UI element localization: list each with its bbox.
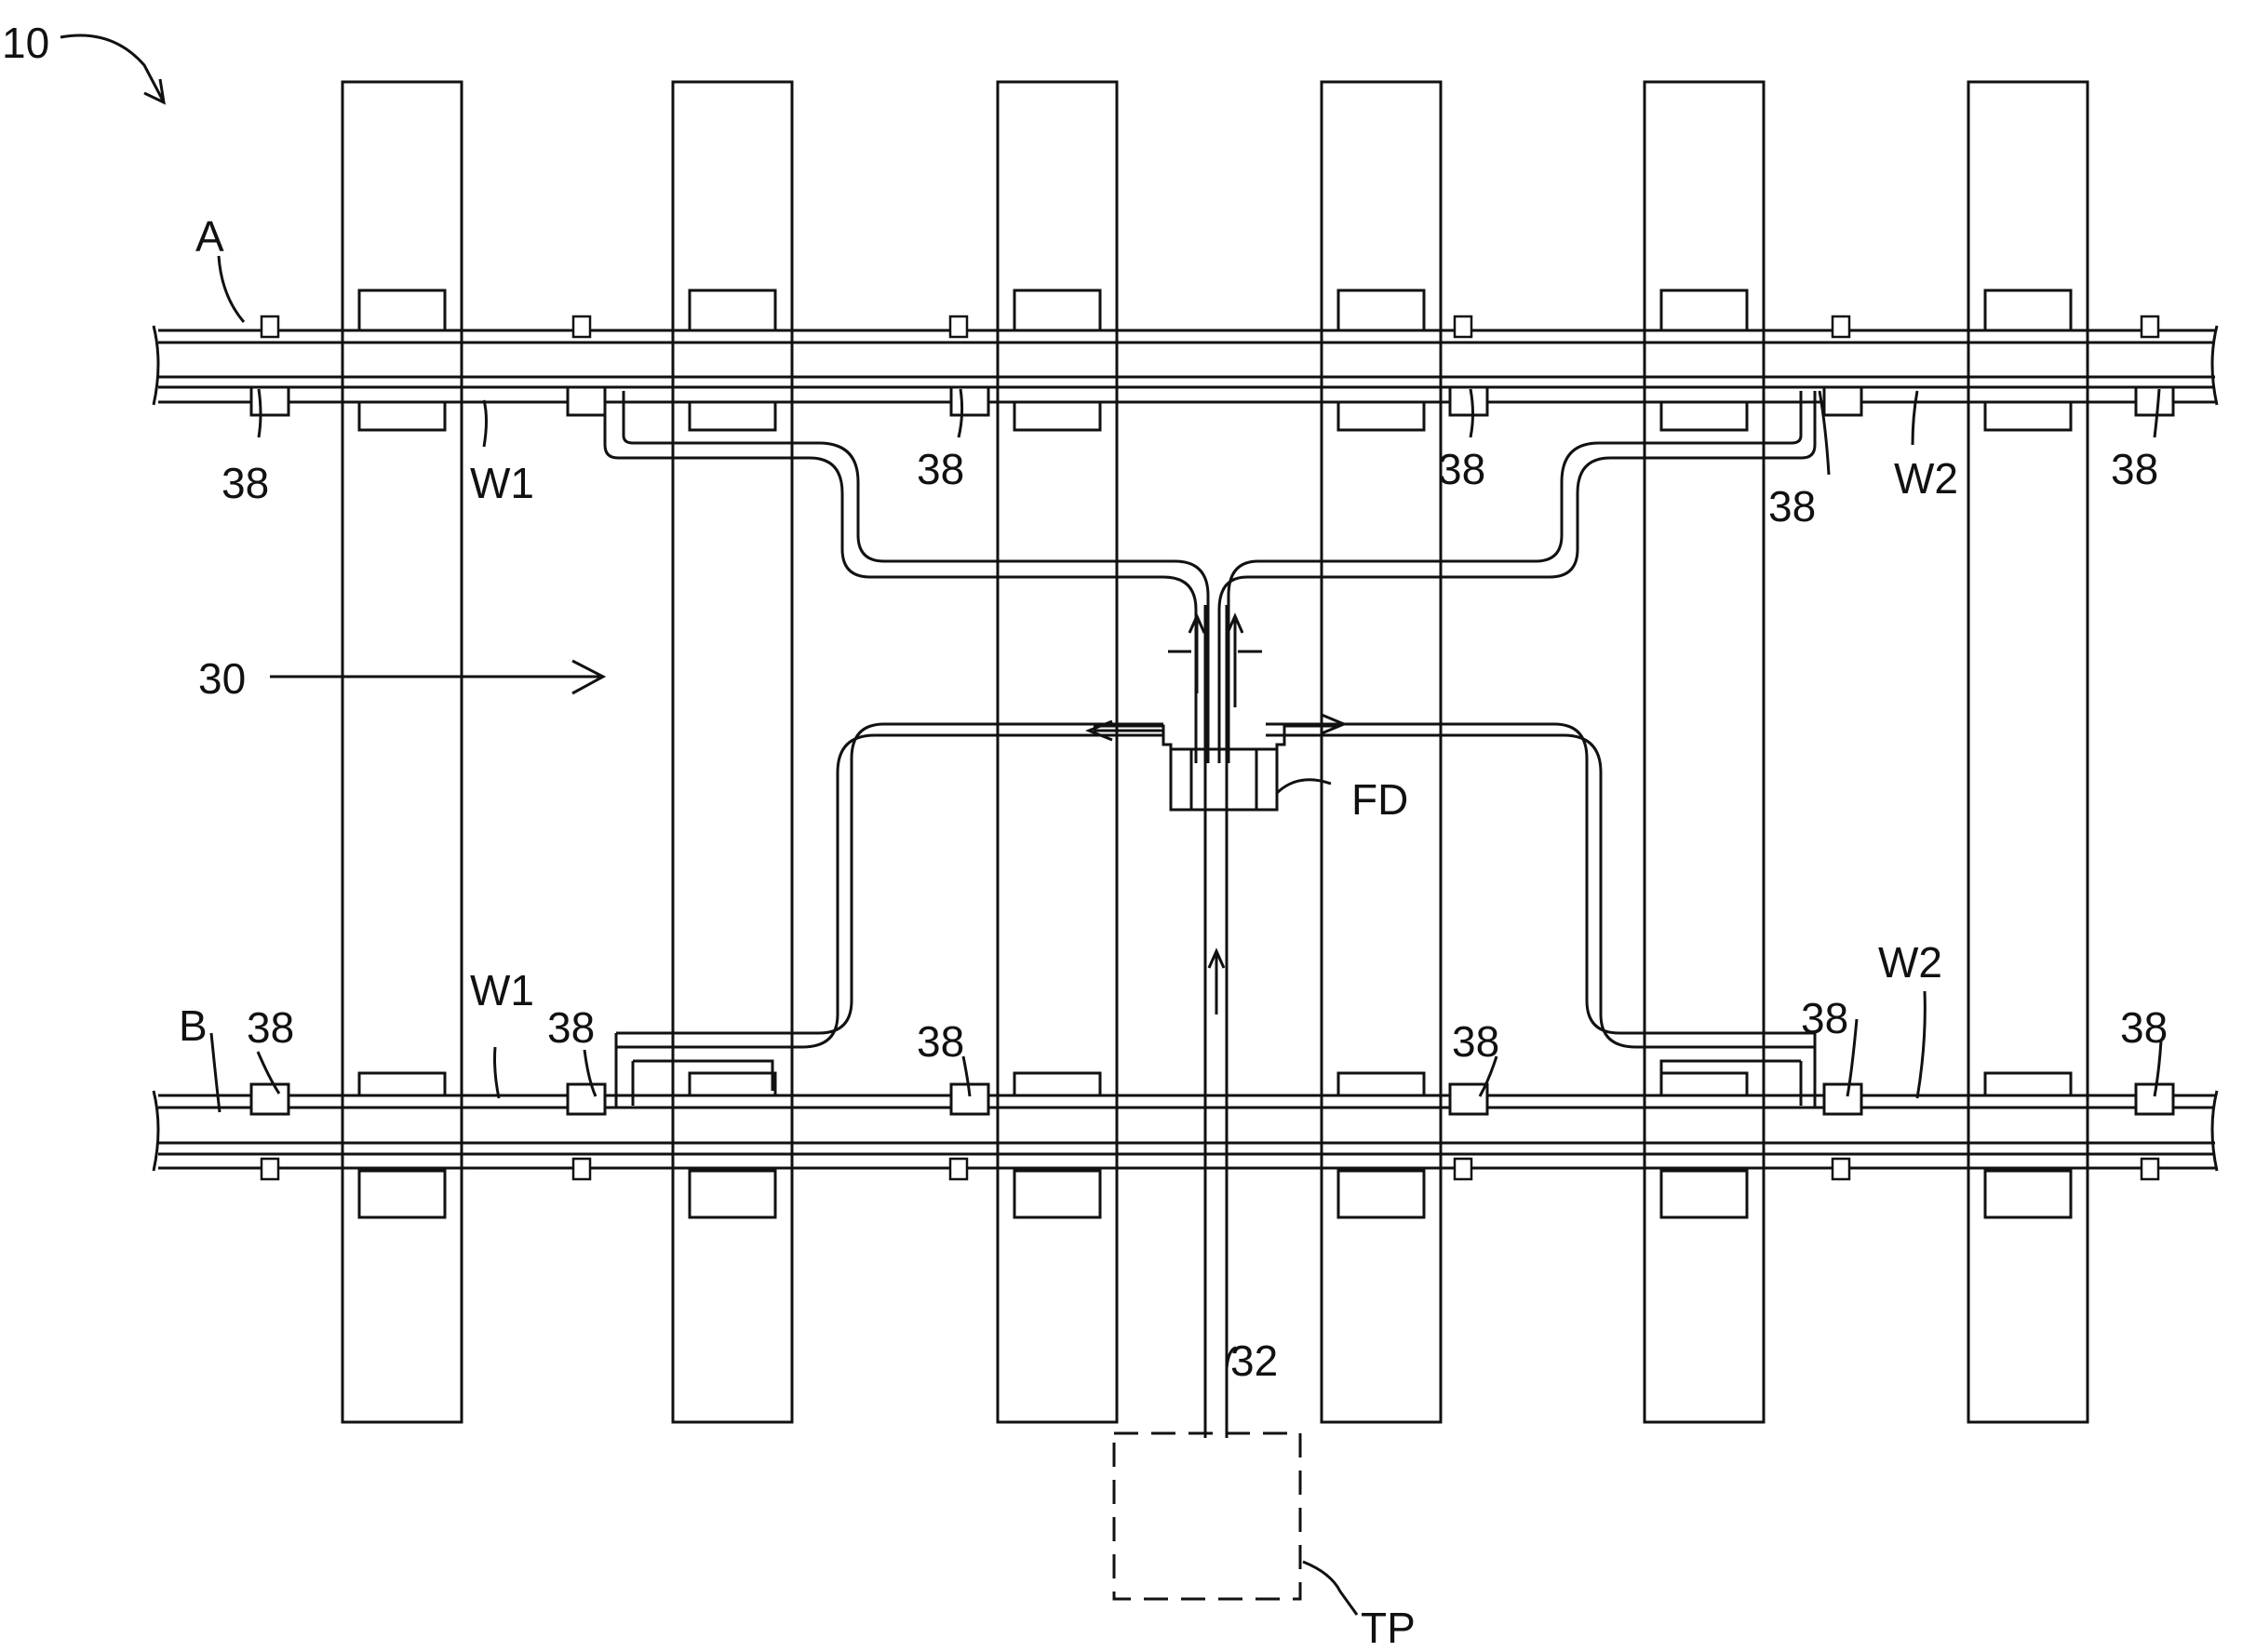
tie-plate [1338, 1171, 1424, 1217]
rail-b [154, 1091, 2217, 1171]
heater-element [251, 387, 289, 415]
railroad-tie [1322, 82, 1441, 1422]
rail-clip [573, 316, 590, 337]
railroad-tie [342, 82, 462, 1422]
rail-clip [573, 1159, 590, 1179]
tie-plate [1985, 1073, 2071, 1095]
heater-label-38: 38 [222, 459, 269, 507]
heater-label-38: 38 [1768, 482, 1816, 531]
heater-element [1824, 1084, 1861, 1114]
tie-plate [690, 402, 775, 430]
tie-plate [1661, 402, 1747, 430]
temperature-probe-label: TP [1361, 1604, 1416, 1652]
railroad-tie [1968, 82, 2088, 1422]
heater-element [568, 1084, 605, 1114]
rail-clip [950, 316, 967, 337]
tie-plate [690, 1073, 775, 1095]
tie-plate [1661, 1073, 1747, 1095]
heater-label-38: 38 [547, 1003, 595, 1052]
heater-label-38: 38 [2120, 1003, 2168, 1052]
tie-plate [1338, 1073, 1424, 1095]
tie-plate [690, 290, 775, 330]
tie-plate [1985, 290, 2071, 330]
rail-label-b: B [179, 1001, 208, 1050]
heater-element [951, 387, 988, 415]
heater-element [1824, 387, 1861, 415]
tie-plate [1014, 402, 1100, 430]
weld-label-w2-bottom: W2 [1878, 938, 1942, 987]
tie-plate [690, 1171, 775, 1217]
tie-plate [1014, 1171, 1100, 1217]
rail-clip [1833, 316, 1849, 337]
tie-plate [359, 290, 445, 330]
heater-label-38: 38 [917, 445, 964, 493]
flow-diverter [1171, 749, 1277, 810]
tie-plate [1985, 1171, 2071, 1217]
ref-label-10: 10 [2, 19, 49, 67]
flow-label-30: 30 [198, 654, 246, 703]
rail-label-a: A [195, 212, 224, 261]
heater-element [2136, 387, 2173, 415]
rail-clip [950, 1159, 967, 1179]
rail-clip [2142, 1159, 2158, 1179]
tie-plate [1661, 290, 1747, 330]
tie-plate [1338, 402, 1424, 430]
rail-clip [1455, 1159, 1471, 1179]
tie-plate [1338, 290, 1424, 330]
rail-clip [262, 1159, 278, 1179]
heater-label-38: 38 [1801, 994, 1848, 1042]
tie-plate [1661, 1171, 1747, 1217]
heater-element [1450, 387, 1487, 415]
tie-plate [1014, 1073, 1100, 1095]
railroad-tie [1645, 82, 1764, 1422]
tie-plate [359, 1171, 445, 1217]
weld-label-w2-top: W2 [1894, 454, 1958, 503]
supply-pipe-label-32: 32 [1230, 1336, 1278, 1385]
tie-plate [1014, 290, 1100, 330]
tie-plate [1985, 402, 2071, 430]
heater-element [251, 1084, 289, 1114]
flow-diverter-label: FD [1351, 775, 1408, 824]
railroad-ties [342, 82, 2088, 1422]
flow-arrows [1089, 616, 1344, 1014]
weld-label-w1-bottom: W1 [470, 966, 534, 1014]
heater-label-38: 38 [247, 1003, 294, 1052]
heater-label-38: 38 [917, 1017, 964, 1066]
heater-element [568, 387, 605, 415]
rail-clip [262, 316, 278, 337]
heater-label-38: 38 [1438, 445, 1485, 493]
rail-clip [1833, 1159, 1849, 1179]
rail-clip [2142, 316, 2158, 337]
rail-clip [1455, 316, 1471, 337]
weld-label-w1-top: W1 [470, 459, 534, 507]
tie-plate [359, 402, 445, 430]
heater-label-38: 38 [2111, 445, 2158, 493]
rail-a [154, 326, 2217, 405]
railroad-tie [673, 82, 792, 1422]
heater-element [1450, 1084, 1487, 1114]
railroad-tie [998, 82, 1117, 1422]
heater-label-38: 38 [1452, 1017, 1499, 1066]
tie-plate [359, 1073, 445, 1095]
temperature-probe-box [1114, 1433, 1300, 1599]
